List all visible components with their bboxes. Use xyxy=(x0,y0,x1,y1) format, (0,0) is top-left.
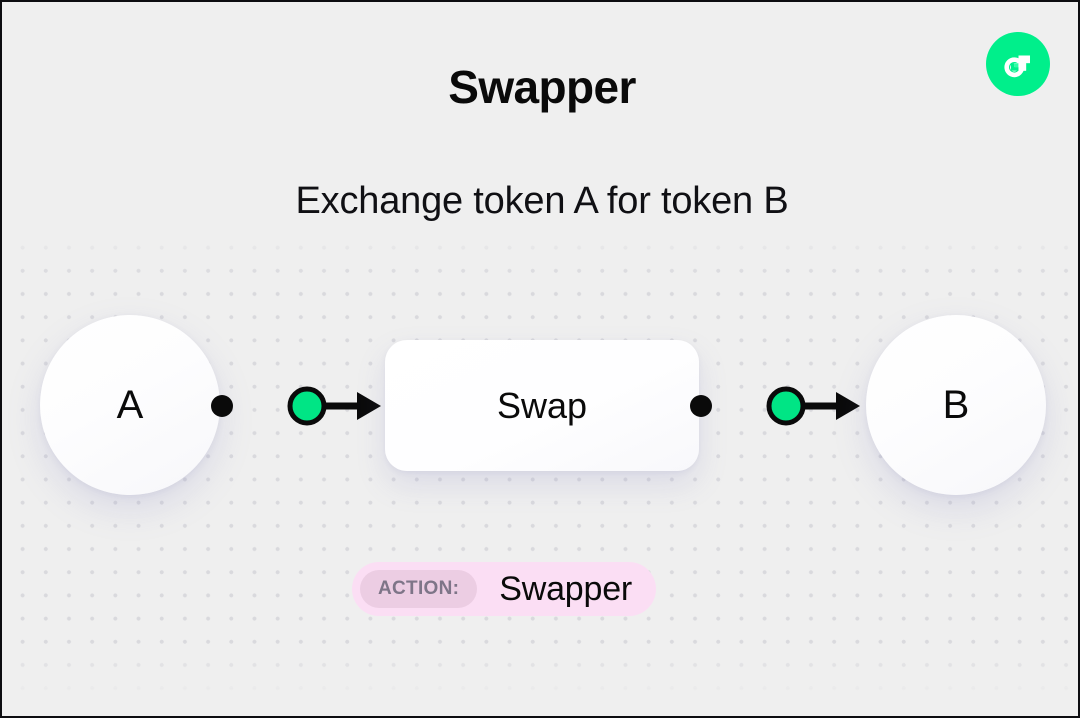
dot-icon xyxy=(690,395,712,417)
action-badge-key: ACTION: xyxy=(360,570,478,608)
green-node-icon[interactable] xyxy=(766,386,806,426)
action-badge: ACTION: Swapper xyxy=(352,562,657,616)
green-node-icon[interactable] xyxy=(287,386,327,426)
page-subtitle: Exchange token A for token B xyxy=(295,180,789,222)
source-token-node[interactable]: A xyxy=(40,315,220,495)
target-token-label: B xyxy=(942,382,970,427)
dot-icon xyxy=(211,395,233,417)
page-title: Swapper xyxy=(448,61,636,113)
swap-process-node[interactable]: Swap xyxy=(385,340,699,471)
connector-swap-to-b xyxy=(690,386,860,426)
target-token-node[interactable]: B xyxy=(866,315,1046,495)
arrowhead-icon xyxy=(836,392,860,420)
flow-logo-icon xyxy=(986,32,1050,96)
action-badge-value: Swapper xyxy=(499,569,633,608)
swap-process-label: Swap xyxy=(496,384,588,426)
arrowhead-icon xyxy=(357,392,381,420)
source-token-label: A xyxy=(116,382,144,427)
connector-a-to-swap xyxy=(211,386,381,426)
